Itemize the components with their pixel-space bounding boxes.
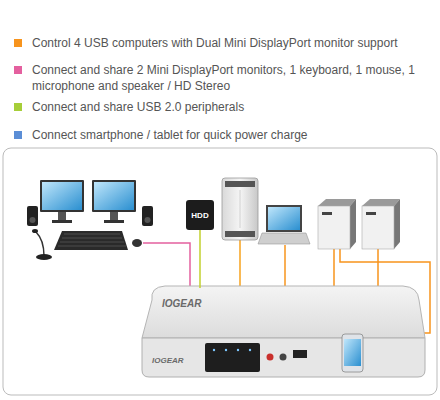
brand-logo: IOGEAR <box>152 356 184 365</box>
legend-item: Connect and share 2 Mini DisplayPort mon… <box>14 62 430 94</box>
device-label: HDD <box>191 211 208 220</box>
legend-text: Connect smartphone / tablet for quick po… <box>32 127 424 143</box>
legend-item: Connect and share USB 2.0 peripherals <box>14 99 430 115</box>
legend-text: Control 4 USB computers with Dual Mini D… <box>32 35 424 51</box>
kvm-switch: IOGEAR IOGEAR <box>142 288 425 376</box>
legend-swatch <box>14 66 22 74</box>
legend-item: Control 4 USB computers with Dual Mini D… <box>14 35 430 51</box>
legend-item: Connect smartphone / tablet for quick po… <box>14 127 430 143</box>
legend-text: Connect and share 2 Mini DisplayPort mon… <box>32 62 424 94</box>
legend-swatch <box>14 103 22 111</box>
legend: Control 4 USB computers with Dual Mini D… <box>14 27 430 143</box>
brand-logo: IOGEAR <box>162 298 201 309</box>
legend-swatch <box>14 39 22 47</box>
legend-swatch <box>14 131 22 139</box>
hdd-drive: HDD <box>186 200 214 230</box>
usb-cable <box>199 230 201 288</box>
legend-text: Connect and share USB 2.0 peripherals <box>32 99 424 115</box>
